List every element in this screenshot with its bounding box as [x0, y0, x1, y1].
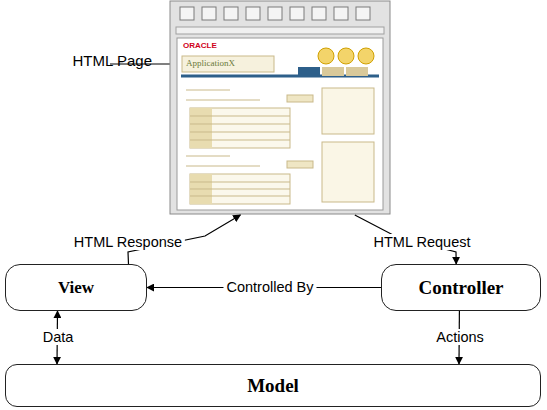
edge-label: HTML Response: [71, 234, 185, 250]
data-table: [190, 108, 290, 148]
html-page: HTML Page: [170, 0, 390, 215]
web-page: [177, 38, 383, 210]
nav-tab: [298, 67, 320, 76]
edge-label: HTML Request: [371, 234, 474, 250]
edge-label: Data: [40, 329, 77, 345]
side-panel: [322, 142, 374, 202]
browser-frame: [170, 1, 390, 214]
view-box: View: [5, 264, 147, 311]
side-panel: [322, 88, 374, 134]
nav-tab: [322, 67, 344, 76]
app-name: ApplicationX: [186, 58, 235, 68]
data-table: [190, 174, 290, 204]
node-label: Model: [247, 375, 299, 397]
controller-box: Controller: [381, 264, 541, 311]
logo-text: ORACLE: [183, 41, 217, 50]
nav-tab: [346, 67, 368, 76]
edge-label: Actions: [433, 329, 487, 345]
node-label: View: [58, 278, 94, 298]
page-caption: HTML Page: [20, 52, 152, 69]
toolbar-buttons: [180, 7, 370, 20]
action-button: [287, 95, 313, 102]
edge-label: Controlled By: [223, 279, 316, 295]
model-box: Model: [5, 364, 541, 407]
app-banner: [182, 56, 274, 72]
global-icons: [318, 48, 374, 64]
address-bar: [176, 27, 384, 34]
node-label: Controller: [418, 277, 503, 299]
action-button: [287, 161, 313, 168]
